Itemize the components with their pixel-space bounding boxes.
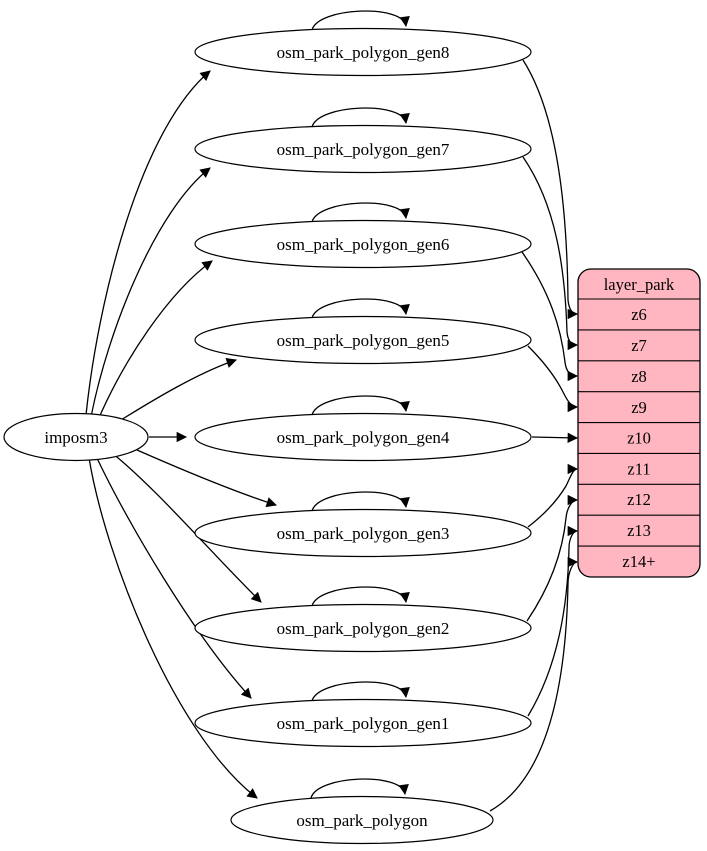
osm_park_polygon_gen8-label: osm_park_polygon_gen8 bbox=[277, 43, 450, 62]
layer-park-table: layer_park z6 z7 z8 z9 z10 z11 z12 z13 z… bbox=[577, 268, 701, 578]
edge-imposm3-to-osm_park_polygon_gen8 bbox=[85, 70, 211, 416]
edge-imposm3-to-osm_park_polygon_gen5 bbox=[112, 358, 237, 426]
edge-osm_park_polygon_gen7-to-z7 bbox=[522, 156, 579, 351]
osm_park_polygon_gen1-ellipse bbox=[194, 698, 532, 748]
self-loop-osm_park_polygon_gen4 bbox=[311, 395, 410, 416]
osm_park_polygon_gen6-label: osm_park_polygon_gen6 bbox=[277, 235, 450, 254]
edge-imposm3-to-osm_park_polygon_gen1 bbox=[95, 455, 252, 699]
edge-osm_park_polygon_gen1-to-z13 bbox=[527, 525, 579, 717]
edge-imposm3-to-osm_park_polygon_gen6 bbox=[97, 260, 213, 421]
osm_park_polygon_gen4-ellipse bbox=[194, 412, 532, 462]
osm_park_polygon_gen6-ellipse bbox=[194, 219, 532, 269]
self-loop-osm_park_polygon_gen6 bbox=[311, 202, 410, 223]
osm_park_polygon_gen5-label: osm_park_polygon_gen5 bbox=[277, 331, 450, 350]
layer-row-z10: z10 bbox=[627, 429, 651, 448]
node-osm_park_polygon_gen8: osm_park_polygon_gen8 bbox=[194, 27, 532, 77]
edge-osm_park_polygon_gen5-to-z9 bbox=[527, 345, 579, 413]
layer-row-z14plus: z14+ bbox=[622, 552, 655, 571]
osm_park_polygon_gen7-label: osm_park_polygon_gen7 bbox=[277, 140, 450, 159]
node-osm_park_polygon: osm_park_polygon bbox=[230, 795, 494, 845]
osm_park_polygon-label: osm_park_polygon bbox=[296, 811, 428, 830]
self-loop-osm_park_polygon_gen1 bbox=[311, 681, 410, 702]
layer-park-title: layer_park bbox=[604, 275, 675, 294]
edge-osm_park_polygon_gen2-to-z12 bbox=[526, 494, 579, 622]
node-osm_park_polygon_gen4: osm_park_polygon_gen4 bbox=[194, 412, 532, 462]
node-osm_park_polygon_gen6: osm_park_polygon_gen6 bbox=[194, 219, 532, 269]
osm_park_polygon_gen2-label: osm_park_polygon_gen2 bbox=[277, 619, 450, 638]
self-loop-osm_park_polygon_gen2 bbox=[311, 586, 410, 607]
self-loop-osm_park_polygon_gen7 bbox=[311, 107, 410, 128]
edges-to-layer-rows bbox=[489, 59, 579, 812]
edge-imposm3-to-osm_park_polygon_gen3 bbox=[136, 449, 277, 508]
imposm3-label: imposm3 bbox=[44, 428, 107, 447]
self-loop-osm_park_polygon_gen3 bbox=[311, 491, 410, 512]
edge-osm_park_polygon_gen6-to-z8 bbox=[521, 251, 579, 382]
edge-imposm3-to-osm_park_polygon_gen2 bbox=[111, 452, 262, 603]
edge-imposm3-to-osm_park_polygon bbox=[88, 457, 258, 799]
osm_park_polygon-ellipse bbox=[230, 795, 494, 845]
edge-imposm3-to-osm_park_polygon_gen7 bbox=[90, 167, 211, 418]
layer-row-z7: z7 bbox=[631, 336, 647, 355]
edge-osm_park_polygon_gen8-to-z6 bbox=[522, 59, 579, 320]
layer-row-z8: z8 bbox=[631, 367, 647, 386]
osm_park_polygon_gen8-ellipse bbox=[194, 27, 532, 77]
edge-osm_park_polygon_gen3-to-z11 bbox=[527, 463, 579, 528]
self-loop-osm_park_polygon_gen5 bbox=[311, 298, 410, 319]
edge-osm_park_polygon_gen4-to-z10 bbox=[531, 432, 579, 443]
layer-row-z12: z12 bbox=[627, 490, 651, 509]
self-loop-edges bbox=[310, 10, 410, 799]
node-osm_park_polygon_gen3: osm_park_polygon_gen3 bbox=[194, 508, 532, 558]
osm_park_polygon_gen2-ellipse bbox=[194, 603, 532, 653]
node-osm_park_polygon_gen1: osm_park_polygon_gen1 bbox=[194, 698, 532, 748]
edge-osm_park_polygon-to-z14plus bbox=[489, 556, 579, 812]
node-osm_park_polygon_gen2: osm_park_polygon_gen2 bbox=[194, 603, 532, 653]
self-loop-osm_park_polygon bbox=[310, 778, 409, 799]
self-loop-osm_park_polygon_gen8 bbox=[311, 10, 410, 31]
osm_park_polygon_gen3-label: osm_park_polygon_gen3 bbox=[277, 524, 450, 543]
edges-from-source bbox=[85, 70, 277, 799]
osm_park_polygon_gen7-ellipse bbox=[194, 124, 532, 174]
layer-row-z6: z6 bbox=[631, 305, 647, 324]
layer-row-z9: z9 bbox=[631, 398, 647, 417]
node-imposm3: imposm3 bbox=[3, 412, 149, 462]
imposm3-ellipse bbox=[3, 412, 149, 462]
osm_park_polygon_gen5-ellipse bbox=[194, 315, 532, 365]
osm_park_polygon_gen1-label: osm_park_polygon_gen1 bbox=[277, 714, 450, 733]
node-osm_park_polygon_gen5: osm_park_polygon_gen5 bbox=[194, 315, 532, 365]
layer-row-z11: z11 bbox=[627, 460, 650, 479]
osm_park_polygon_gen3-ellipse bbox=[194, 508, 532, 558]
layer-row-z13: z13 bbox=[627, 521, 651, 540]
node-osm_park_polygon_gen7: osm_park_polygon_gen7 bbox=[194, 124, 532, 174]
osm_park_polygon_gen4-label: osm_park_polygon_gen4 bbox=[277, 428, 450, 447]
